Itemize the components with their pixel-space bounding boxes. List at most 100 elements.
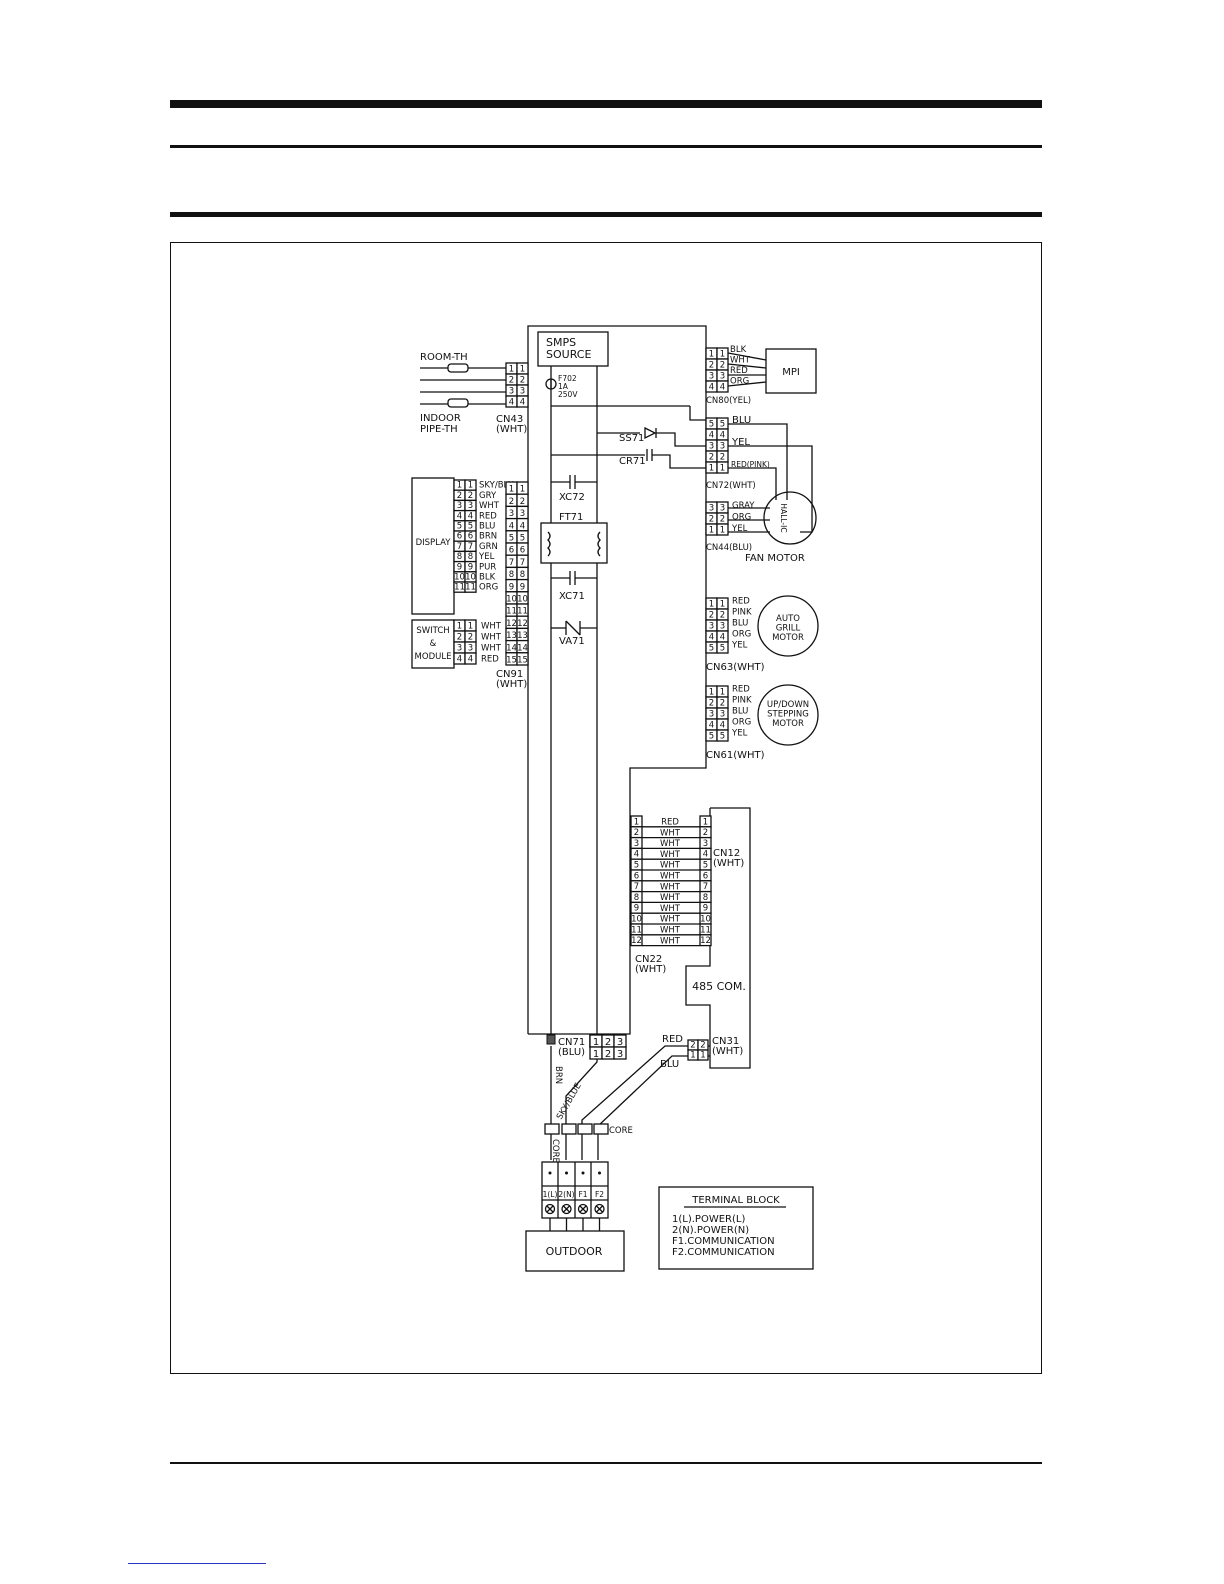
stepping-motor-label: STEPPING — [767, 710, 809, 720]
cn91-pin: 11 — [517, 607, 528, 617]
terminal-label: 2(N) — [558, 1190, 574, 1199]
terminal-screw-icon — [594, 1203, 605, 1215]
cn91-label: (WHT) — [496, 679, 527, 690]
cn72-pin: 2 — [720, 453, 725, 463]
terminal-screw-icon — [544, 1203, 556, 1215]
cn91-pin: 11 — [506, 607, 517, 617]
header-rule-bottom — [170, 212, 1042, 217]
cn91-pin: 13 — [506, 631, 517, 641]
display-conn-pin: 7 — [468, 542, 473, 552]
display-conn-pin: 4 — [457, 511, 462, 521]
ft71-label: FT71 — [559, 512, 583, 523]
display-conn-pin: 8 — [457, 552, 462, 562]
switch-conn-pin: 1 — [468, 622, 473, 632]
stepping-motor-label: UP/DOWN — [767, 700, 809, 710]
cn43-pin: 3 — [520, 387, 525, 397]
core-label-right: CORE — [609, 1126, 633, 1136]
cn22-label: (WHT) — [635, 964, 666, 975]
cn72-pin: 4 — [720, 431, 725, 441]
display-conn-pin: 5 — [457, 522, 462, 532]
cn22-label: CN22 — [635, 954, 662, 965]
terminal-legend-line: F2.COMMUNICATION — [672, 1247, 775, 1258]
display-wire: RED — [479, 511, 497, 521]
cn44-label: CN44(BLU) — [706, 543, 752, 553]
cn31-label: CN31 — [712, 1036, 739, 1047]
display-label: DISPLAY — [416, 538, 452, 548]
display-wire: SKY/BLU — [479, 481, 514, 491]
cn91-pin: 6 — [520, 546, 525, 556]
cn61-pin: 3 — [720, 710, 725, 720]
display-conn-pin: 6 — [468, 532, 473, 542]
display-wire: ORG — [479, 583, 498, 593]
cn22-wire: WHT — [660, 839, 681, 849]
cn63-wire: ORG — [732, 630, 751, 640]
cn12-pin: 4 — [703, 850, 708, 860]
cn71-pin: 3 — [617, 1037, 623, 1048]
cn63-wire: RED — [732, 597, 750, 607]
cn61-wire: BLU — [732, 707, 748, 717]
cn72-pin: 5 — [720, 420, 725, 430]
terminal-screw-icon — [596, 1205, 603, 1213]
cn22-pin: 3 — [634, 839, 639, 849]
cn22-pin: 6 — [634, 871, 639, 881]
auto-grill-label: GRILL — [776, 624, 801, 634]
cn12-pin: 2 — [703, 828, 708, 838]
cn91-pin: 1 — [520, 485, 525, 495]
cn22-pin: 12 — [631, 936, 642, 946]
cn80-wire: BLK — [730, 345, 747, 355]
cn80-wire: ORG — [730, 377, 749, 387]
cn22-wire: WHT — [660, 828, 681, 838]
cn61-pin: 5 — [709, 732, 714, 742]
switch-conn-cell — [464, 652, 477, 665]
switch-conn-pin: 3 — [457, 644, 462, 654]
cn61-wire: ORG — [732, 718, 751, 728]
cn72-pin: 5 — [709, 420, 714, 430]
cn61-pin: 1 — [709, 688, 714, 698]
cn71-label: (BLU) — [558, 1047, 585, 1058]
cn72-wire: BLU — [732, 415, 751, 426]
cn31-pin: 2 — [690, 1041, 695, 1051]
switch-wire: WHT — [481, 622, 502, 632]
cn22-pin: 5 — [634, 861, 639, 871]
cn80-label: CN80(YEL) — [706, 396, 751, 406]
header-rule-thick — [170, 100, 1042, 108]
va71-label: VA71 — [559, 636, 585, 647]
room-th-label: ROOM-TH — [420, 352, 468, 363]
cn91-pin: 5 — [520, 534, 525, 544]
cn61-wire: YEL — [731, 729, 748, 739]
cn63-wire: YEL — [731, 641, 748, 651]
cn43-pin: 1 — [520, 365, 525, 375]
cn80-pin: 1 — [720, 350, 725, 360]
terminal-legend-title: TERMINAL BLOCK — [691, 1195, 780, 1206]
cn43-label: CN43 — [496, 414, 523, 425]
cn91-pin: 12 — [517, 619, 528, 629]
cn91-pin: 13 — [517, 631, 528, 641]
display-conn-pin: 2 — [457, 491, 462, 501]
cn80-wire: WHT — [730, 356, 751, 366]
cn12-pin: 12 — [700, 936, 711, 946]
sky-blue-wire: SKY/BLUE — [555, 1081, 584, 1121]
cn91-cell — [516, 652, 529, 666]
diagram-frame — [170, 242, 1042, 1374]
cn72-pin: 3 — [709, 442, 714, 452]
display-wire: WHT — [479, 501, 500, 511]
cn63-pin: 4 — [709, 633, 714, 643]
cn22-wire: WHT — [660, 861, 681, 871]
cn44-cell — [716, 523, 729, 536]
cn31-pin: 1 — [690, 1051, 695, 1061]
cn63-pin: 2 — [709, 611, 714, 621]
terminal-screw-icon — [577, 1203, 589, 1215]
fuse-label: 250V — [558, 390, 578, 399]
display-wire: GRN — [479, 542, 498, 552]
display-conn-pin: 10 — [465, 573, 476, 583]
cn80-pin: 4 — [709, 383, 714, 393]
switch-wire: WHT — [481, 644, 502, 654]
cn43-pin: 3 — [509, 387, 514, 397]
cn12-pin: 11 — [700, 925, 711, 935]
cn43-label: (WHT) — [496, 424, 527, 435]
display-conn-pin: 6 — [457, 532, 462, 542]
switch-conn-pin: 3 — [468, 644, 473, 654]
cn12-pin: 8 — [703, 893, 708, 903]
cn44-pin: 3 — [709, 504, 714, 514]
display-conn-pin: 2 — [468, 491, 473, 501]
